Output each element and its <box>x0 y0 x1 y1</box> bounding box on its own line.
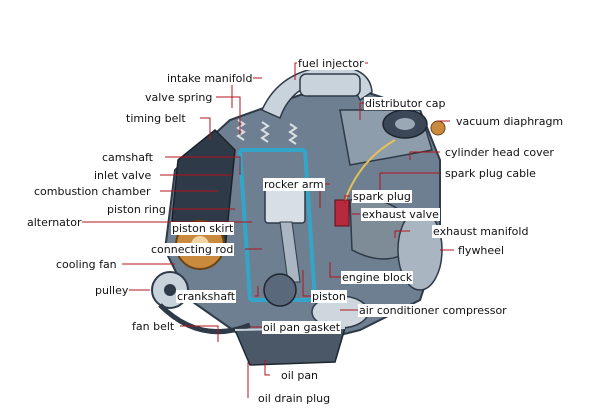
fan-belt-shape <box>158 303 251 335</box>
label-piston-skirt: piston skirt <box>171 222 235 235</box>
label-intake-manifold: intake manifold <box>166 72 254 85</box>
label-inlet-valve: inlet valve <box>93 169 153 182</box>
label-camshaft: camshaft <box>101 151 154 164</box>
label-valve-spring: valve spring <box>144 91 214 104</box>
label-air-conditioner-compressor: air conditioner compressor <box>358 304 508 317</box>
label-rocker-arm: rocker arm <box>263 178 325 191</box>
cutaway-section <box>238 148 317 302</box>
pulley-hub <box>164 284 176 296</box>
label-flywheel: flywheel <box>457 244 505 257</box>
spark-plug-shape <box>334 199 350 227</box>
label-fan-belt: fan belt <box>131 320 176 333</box>
label-piston: piston <box>311 290 347 303</box>
distributor-shape <box>382 109 446 139</box>
crankshaft-shape <box>263 273 297 307</box>
label-spark-plug-cable: spark plug cable <box>444 167 537 180</box>
label-distributor-cap: distributor cap <box>364 97 447 110</box>
label-cooling-fan: cooling fan <box>55 258 118 271</box>
label-oil-drain-plug: oil drain plug <box>257 392 332 405</box>
label-exhaust-manifold: exhaust manifold <box>432 225 530 238</box>
label-connecting-rod: connecting rod <box>150 243 235 256</box>
label-combustion-chamber: combustion chamber <box>33 185 152 198</box>
spark-plug-cable-shape <box>344 139 396 201</box>
label-timing-belt: timing belt <box>125 112 187 125</box>
label-spark-plug: spark plug <box>352 190 412 203</box>
label-oil-pan-gasket: oil pan gasket <box>262 321 342 334</box>
label-exhaust-valve: exhaust valve <box>361 208 440 221</box>
connecting-rod-shape <box>279 221 301 283</box>
label-cylinder-head-cover: cylinder head cover <box>444 146 555 159</box>
label-fuel-injector: fuel injector <box>297 57 365 70</box>
label-engine-block: engine block <box>341 271 414 284</box>
intake-manifold-shape <box>261 65 373 120</box>
label-vacuum-diaphragm: vacuum diaphragm <box>455 115 565 128</box>
label-oil-pan: oil pan <box>280 369 320 382</box>
label-piston-ring: piston ring <box>106 203 167 216</box>
label-crankshaft: crankshaft <box>176 290 237 303</box>
label-pulley: pulley <box>94 284 130 297</box>
valve-springs-shape <box>236 119 298 145</box>
label-alternator: alternator <box>26 216 83 229</box>
